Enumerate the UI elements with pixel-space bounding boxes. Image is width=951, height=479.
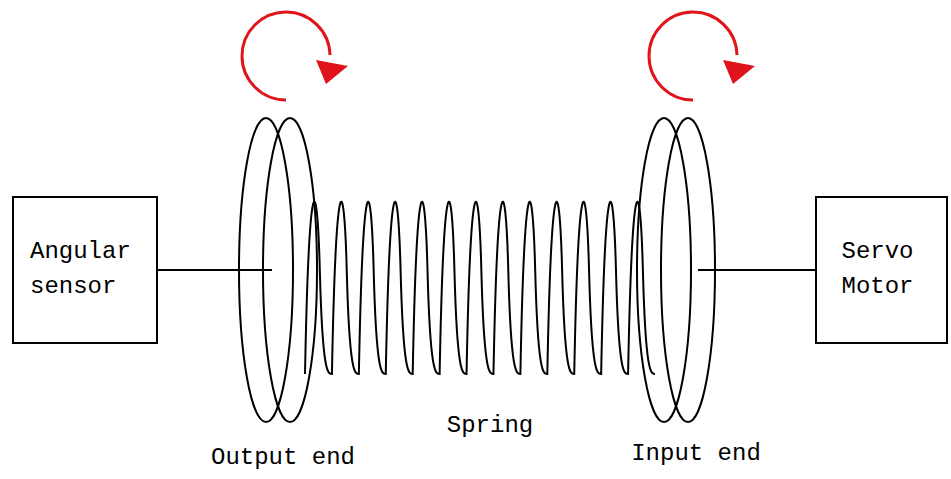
spring-coil [305, 202, 655, 374]
input-disc-back [637, 118, 691, 422]
box-label: Angular sensor [30, 235, 140, 305]
rotation-arrow [649, 12, 737, 100]
output-disc-back [239, 118, 293, 422]
spring-label: Spring [447, 412, 533, 439]
motor-box: Servo Motor [815, 196, 948, 344]
sensor-box: Angular sensor [12, 196, 158, 344]
sensor-shaft [158, 269, 272, 271]
box-label: Servo Motor [842, 235, 922, 305]
input-end-label: Input end [631, 440, 761, 467]
rotation-arrowhead [723, 60, 755, 84]
rotation-arrow [242, 12, 330, 100]
input-disc-front [661, 118, 715, 422]
rotation-arrowhead [316, 60, 348, 84]
output-end-label: Output end [211, 444, 355, 471]
